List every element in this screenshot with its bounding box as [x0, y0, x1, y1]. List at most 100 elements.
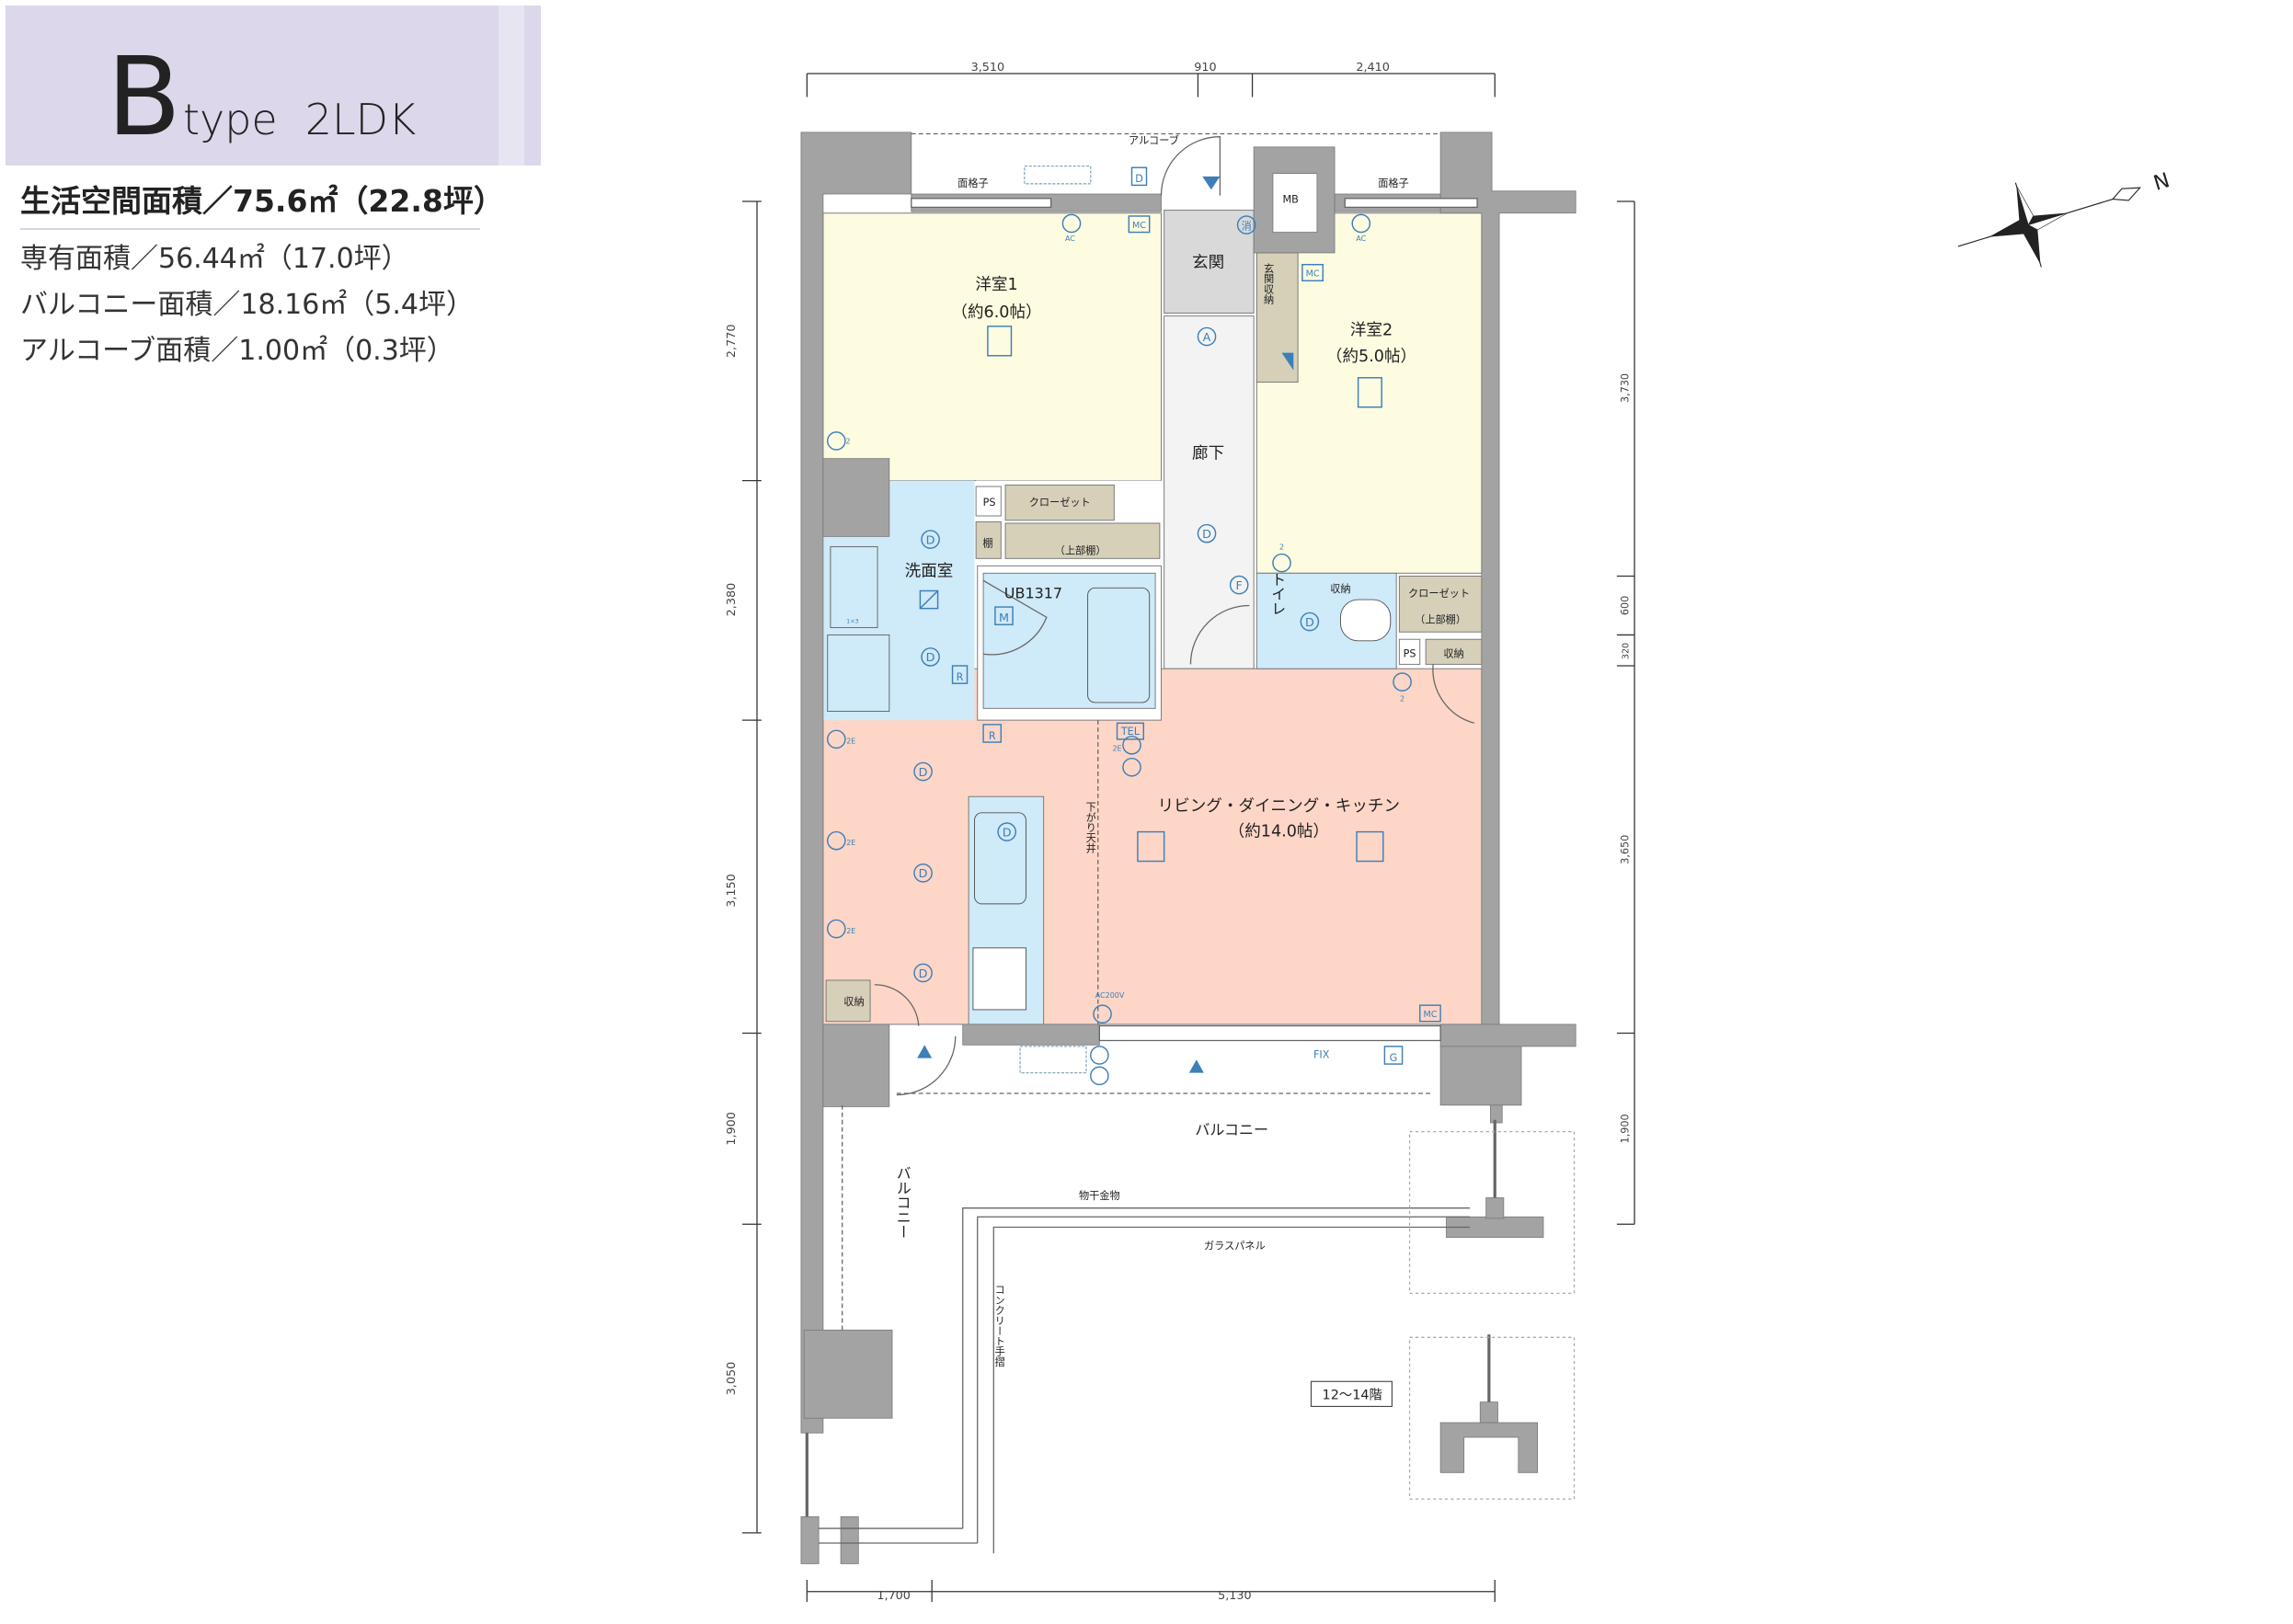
grille-label: 面格子 — [957, 177, 989, 189]
entrance-arrow-icon — [1202, 176, 1221, 190]
walls — [800, 132, 1576, 1564]
symbol-f: F — [1236, 579, 1243, 593]
fix-label: FIX — [1313, 1049, 1330, 1061]
upper-shelf-fill — [1004, 522, 1161, 559]
entrance-door-swing — [1160, 136, 1221, 196]
ldk-storage-label: 収納 — [843, 996, 864, 1008]
grille-label: 面格子 — [1378, 177, 1409, 189]
ps2-box — [1398, 638, 1421, 665]
cooktop — [972, 947, 1026, 1011]
dim-bottom-1: 1,700 — [877, 1589, 911, 1603]
symbol-downlight: D — [1305, 616, 1314, 630]
room-western2-label: 洋室2 — [1350, 321, 1393, 339]
room-western1-size: （約6.0帖） — [951, 303, 1041, 322]
room-western2-size: （約5.0帖） — [1326, 348, 1416, 366]
ac200-label: AC200V — [1095, 991, 1125, 1000]
dim-left-1: 2,770 — [725, 325, 739, 359]
ps-box — [975, 486, 1002, 517]
glass-panel-line — [992, 1226, 1471, 1554]
window-western1 — [911, 198, 1052, 209]
symbol-downlight: D — [919, 867, 928, 881]
entrance-storage-label: 玄関収納 — [1263, 262, 1275, 305]
shelf-fill — [975, 520, 1002, 559]
dim-right-3: 320 — [1622, 643, 1632, 659]
toilet-door-swing — [1189, 604, 1250, 665]
sash-window-ldk — [1098, 1024, 1441, 1042]
compass-icon: N — [1957, 168, 2173, 268]
dimension-lines — [742, 73, 1635, 1602]
dim-top-2: 910 — [1194, 61, 1216, 74]
closet-label: クローゼット — [1029, 497, 1091, 509]
area-summary: 生活空間面積／75.6㎡（22.8坪） 専有面積／56.44㎡（17.0坪） バ… — [20, 177, 504, 368]
dim-left-2: 2,380 — [725, 583, 739, 617]
symbol-downlight: D — [1003, 826, 1012, 840]
fire-alarm-label: 消 — [1242, 219, 1252, 232]
dim-right-4: 3,650 — [1620, 835, 1632, 864]
symbol-downlight: D — [926, 651, 935, 665]
entrance-label: 玄関 — [1192, 254, 1224, 272]
upper-shelf2-label: （上部棚） — [1415, 613, 1466, 626]
ldk-size: （約14.0帖） — [1229, 822, 1329, 841]
kitchen-sink — [974, 812, 1026, 905]
outlet-2e: 2E — [1112, 745, 1121, 753]
room-fills — [822, 210, 1483, 1025]
symbol-downlight: D — [926, 533, 935, 547]
glass-panel-label: ガラスパネル — [1204, 1240, 1266, 1252]
closet2-fill — [1398, 576, 1483, 633]
hallway-fill — [1164, 315, 1255, 669]
alcove-area: アルコーブ面積／1.00㎡（0.3坪） — [20, 335, 454, 367]
mc-label: MC — [1423, 1010, 1437, 1020]
toilet-label: トイレ — [1268, 572, 1286, 616]
dim-right-2: 600 — [1620, 596, 1632, 615]
symbol-m: M — [999, 612, 1009, 625]
mc-label: MC — [1306, 269, 1320, 280]
floors-note-box — [1310, 1380, 1393, 1407]
balcony-arrow-icon — [917, 1045, 933, 1058]
bathtub — [1087, 587, 1151, 703]
north-label: N — [2150, 168, 2173, 196]
mb-label: MB — [1282, 194, 1298, 206]
ps2-label: PS — [1404, 647, 1416, 659]
outlet-2e: 2E — [846, 738, 855, 746]
symbol-downlight: D — [919, 766, 928, 780]
dim-left-5: 3,050 — [725, 1362, 739, 1396]
dim-bottom-2: 5,130 — [1218, 1589, 1252, 1603]
balcony-side-label: バルコニー — [894, 1165, 911, 1239]
ac-label: AC — [1065, 234, 1075, 243]
symbol-d-entrance: D — [1135, 173, 1143, 185]
outlet-2: 2 — [1279, 543, 1284, 552]
outlet-2: 2 — [846, 438, 851, 446]
symbol-g: G — [1390, 1052, 1398, 1064]
living-space-area: 生活空間面積／75.6㎡（22.8坪） — [20, 177, 504, 230]
lowered-ceiling-label: 下がり天井 — [1084, 802, 1096, 854]
alcove-label: アルコーブ — [1129, 134, 1179, 147]
floors-note: 12〜14階 — [1323, 1387, 1382, 1402]
outlet-2: 2 — [1400, 694, 1404, 703]
wall-left-top — [800, 132, 912, 1434]
tel-label: TEL — [1120, 726, 1141, 738]
dim-left-3: 3,150 — [725, 874, 739, 908]
balcony-label: バルコニー — [1195, 1121, 1268, 1138]
header-stripe — [499, 6, 524, 166]
ldk-fill — [822, 668, 1483, 1025]
detail-box-1 — [1408, 1130, 1576, 1295]
toilet-storage-label: 収納 — [1330, 583, 1350, 595]
washbasin — [830, 546, 878, 628]
dim-right-5: 1,900 — [1620, 1114, 1632, 1143]
upper-shelf-label: （上部棚） — [1055, 544, 1106, 557]
hallway-label: 廊下 — [1192, 445, 1224, 463]
window-western2 — [1344, 198, 1478, 209]
balcony-door-swing — [896, 1035, 957, 1096]
bath-door-swing — [982, 579, 1048, 656]
dim-left-4: 1,900 — [725, 1112, 739, 1146]
outlet-2e: 2E — [846, 839, 855, 847]
closet2-label: クローゼット — [1408, 588, 1470, 600]
entrance-fill — [1164, 210, 1255, 314]
electrical-symbols: A D D D D D D D D F M R R G D MC MC MC T… — [826, 166, 1441, 1086]
layout-name: 2LDK — [304, 95, 417, 144]
dim-top-3: 2,410 — [1356, 61, 1390, 74]
balcony-pillar — [803, 1329, 893, 1419]
unit-bath-label: UB1317 — [1004, 584, 1062, 601]
